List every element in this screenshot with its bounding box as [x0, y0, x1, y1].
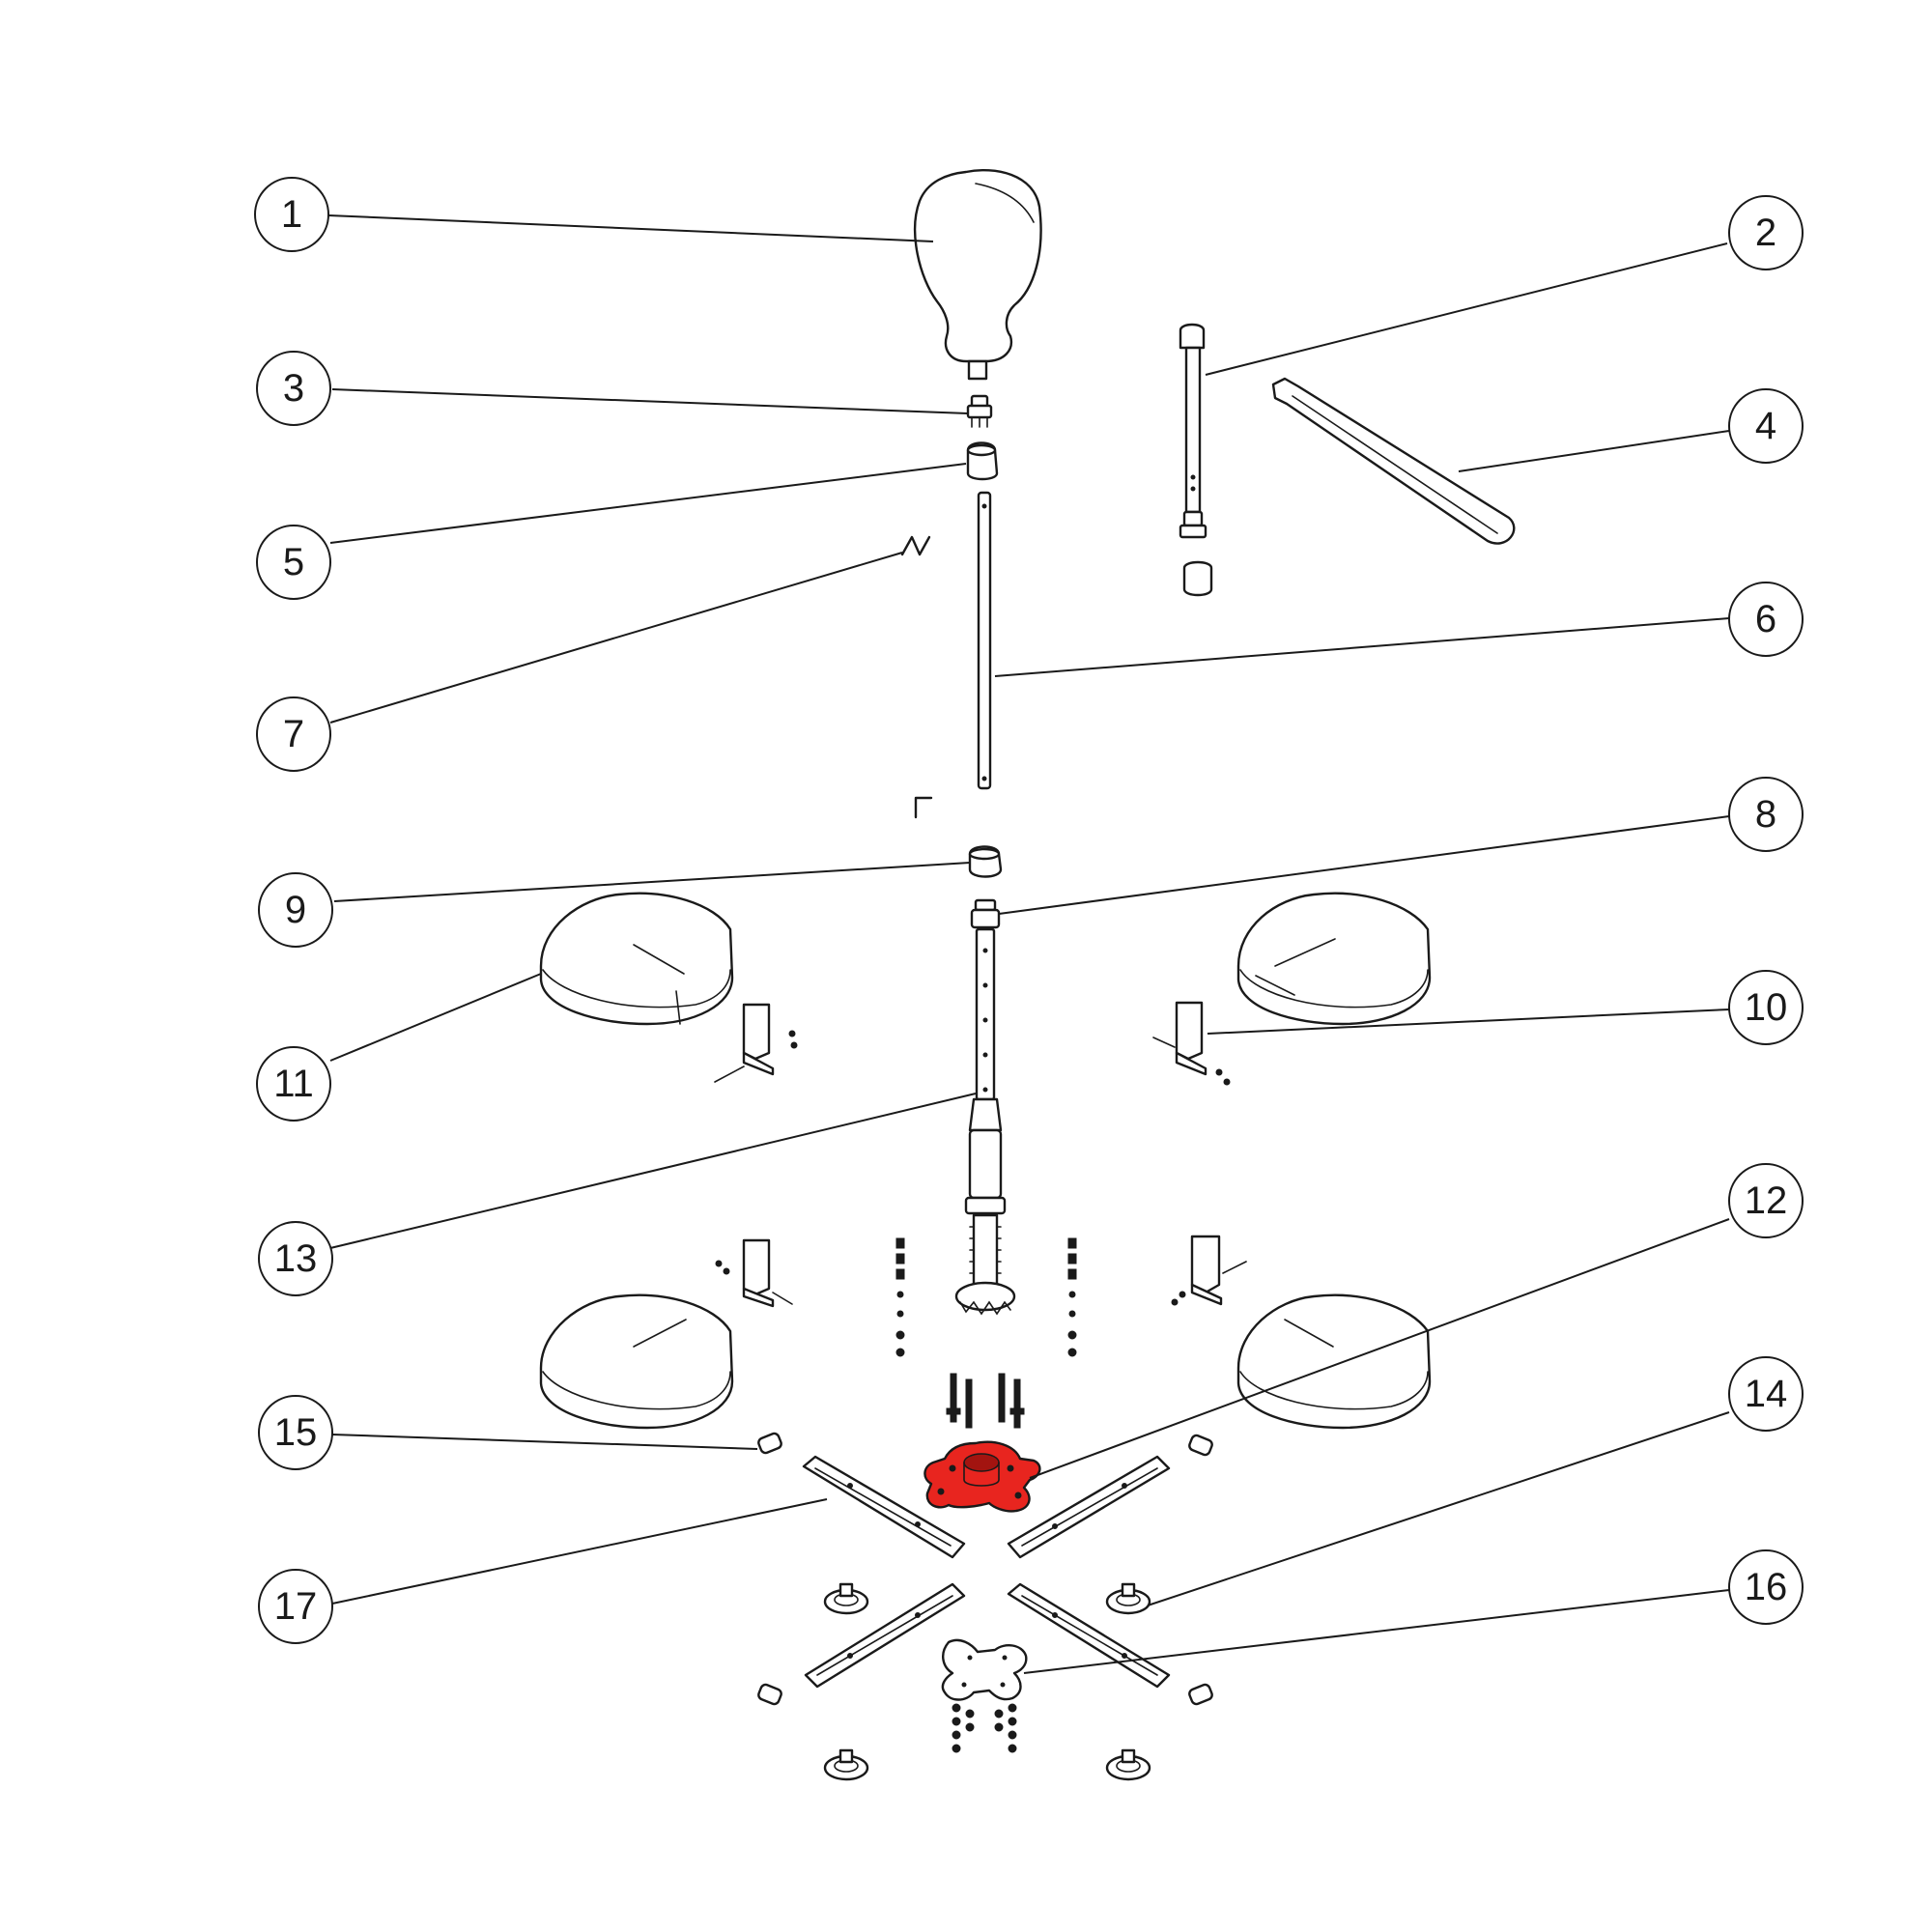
callout-2[interactable]: 2: [1728, 195, 1804, 270]
bracket-lower-right[interactable]: [1171, 1235, 1247, 1306]
base-plate-x[interactable]: [941, 1638, 1028, 1701]
end-cap-lower-left[interactable]: [757, 1683, 782, 1706]
part-9-cap[interactable]: [968, 845, 1003, 878]
screw-column-right: [1067, 1237, 1077, 1357]
part-13-lower-column[interactable]: [954, 927, 1016, 1316]
bracket-lower-left[interactable]: [715, 1238, 793, 1308]
callout-8[interactable]: 8: [1728, 777, 1804, 852]
end-cap-lower-right[interactable]: [1188, 1683, 1213, 1706]
callout-14-label: 14: [1745, 1373, 1788, 1415]
callout-11[interactable]: 11: [256, 1046, 331, 1122]
callout-6[interactable]: 6: [1728, 582, 1804, 657]
callout-1-label: 1: [281, 193, 302, 236]
part-15-end-cap[interactable]: [757, 1432, 782, 1455]
callout-17-label: 17: [274, 1585, 318, 1628]
callout-5[interactable]: 5: [256, 525, 331, 600]
bracket-upper-left[interactable]: [714, 1003, 798, 1083]
callout-6-label: 6: [1755, 598, 1776, 640]
callout-17[interactable]: 17: [258, 1569, 333, 1644]
part-pin[interactable]: [914, 796, 933, 819]
part-8-connector[interactable]: [970, 898, 1001, 929]
callout-16[interactable]: 16: [1728, 1549, 1804, 1625]
callout-13-label: 13: [274, 1237, 318, 1280]
callout-8-label: 8: [1755, 793, 1776, 836]
bolts-above-hub: [946, 1373, 1025, 1429]
base-arm-upper-right[interactable]: [1007, 1455, 1171, 1559]
part-7-spring-clip[interactable]: [900, 535, 931, 556]
callout-10-label: 10: [1745, 986, 1788, 1029]
leader-lines: [327, 214, 1730, 1674]
part-4-handle[interactable]: [1271, 377, 1516, 545]
callout-5-label: 5: [283, 541, 304, 583]
callout-10[interactable]: 10: [1728, 970, 1804, 1045]
callout-3[interactable]: 3: [256, 351, 331, 426]
glide-foot-lower-left[interactable]: [823, 1748, 869, 1781]
callout-9[interactable]: 9: [258, 872, 333, 948]
callout-14[interactable]: 14: [1728, 1356, 1804, 1432]
cushion-lower-left[interactable]: [539, 1293, 734, 1430]
part-11-cushion[interactable]: [539, 892, 734, 1026]
callout-15[interactable]: 15: [258, 1395, 333, 1470]
base-arm-lower-left[interactable]: [804, 1582, 966, 1689]
screw-column-left: [895, 1237, 905, 1357]
fasteners-bottom: [952, 1703, 1017, 1753]
callout-9-label: 9: [285, 889, 306, 931]
callout-11-label: 11: [273, 1063, 314, 1105]
cushion-lower-right[interactable]: [1236, 1293, 1432, 1430]
part-17-base-arm-upper-left[interactable]: [802, 1455, 966, 1559]
callout-15-label: 15: [274, 1411, 318, 1454]
part-14-glide-foot[interactable]: [1105, 1582, 1151, 1615]
callout-2-label: 2: [1755, 212, 1776, 254]
part-12-hub-highlighted[interactable]: [923, 1440, 1041, 1513]
callout-4[interactable]: 4: [1728, 388, 1804, 464]
glide-foot-upper-left[interactable]: [823, 1582, 869, 1615]
part-3-connector[interactable]: [966, 394, 993, 428]
callout-13[interactable]: 13: [258, 1221, 333, 1296]
part-6-upper-tube[interactable]: [977, 491, 992, 790]
callout-4-label: 4: [1755, 405, 1776, 447]
part-5-cap[interactable]: [966, 441, 999, 481]
callout-7-label: 7: [283, 713, 304, 755]
part-2-lever-tube[interactable]: [1179, 323, 1213, 597]
callout-12[interactable]: 12: [1728, 1163, 1804, 1238]
callout-7[interactable]: 7: [256, 696, 331, 772]
part-1-seat-head[interactable]: [913, 168, 1042, 381]
callout-1[interactable]: 1: [254, 177, 329, 252]
part-10-bracket[interactable]: [1152, 1001, 1231, 1086]
end-cap-upper-right[interactable]: [1188, 1434, 1213, 1457]
callout-16-label: 16: [1745, 1566, 1788, 1608]
callout-12-label: 12: [1745, 1179, 1788, 1222]
cushion-upper-right[interactable]: [1236, 892, 1432, 1026]
callout-3-label: 3: [283, 367, 304, 410]
glide-foot-lower-right[interactable]: [1105, 1748, 1151, 1781]
